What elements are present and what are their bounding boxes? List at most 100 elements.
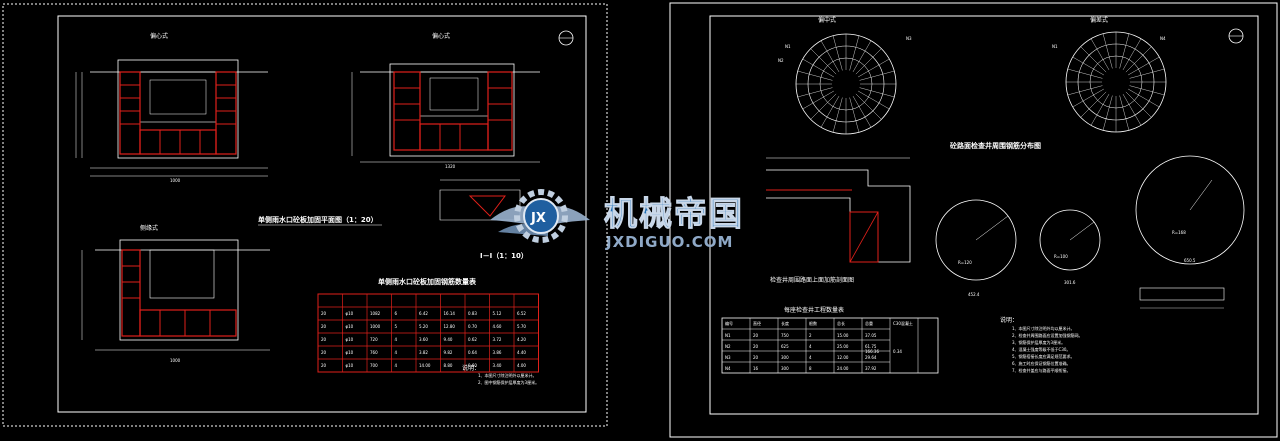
table-header-cell: 根数 — [809, 320, 817, 326]
right-plan-title: 砼路面检查井周围钢筋分布图 — [950, 141, 1041, 150]
ring-spoke — [1125, 91, 1152, 118]
dim-3: 1000 — [170, 358, 181, 363]
table-header-cell: C30混凝土 — [893, 320, 913, 326]
left-sheet-inner-border — [57, 15, 587, 413]
road-cross-section: 检查井周围路面上面加筋剖面图 — [766, 157, 911, 284]
ring-spoke — [1102, 33, 1113, 69]
inlet-plan-3: 侧缘式 1000 — [81, 224, 270, 363]
ring-spoke — [832, 35, 843, 71]
table-cell: φ10 — [346, 311, 354, 316]
detail-block — [1139, 287, 1225, 301]
ring-spoke — [1067, 68, 1103, 79]
ring-spoke — [797, 87, 833, 98]
table-cell: φ10 — [346, 324, 354, 329]
table-cell: 12.80 — [444, 324, 456, 329]
table-cell: 0.64 — [468, 350, 477, 355]
table-cell: 0.83 — [468, 311, 477, 316]
left-note-1: 1、本图尺寸除注明外以厘米计。 — [478, 372, 537, 378]
ring-spoke — [1067, 85, 1103, 96]
table-cell: 1082 — [370, 311, 381, 316]
table-concrete: 0.34 — [893, 349, 902, 354]
table-header-cell: 总长 — [837, 320, 845, 326]
ring-label-2: 偏差式 — [1090, 16, 1108, 24]
ring-spoke — [855, 48, 882, 75]
table-cell: φ10 — [346, 337, 354, 342]
table-cell: 8.80 — [444, 363, 453, 368]
note-line: 5、钢筋搭接长度应满足规范要求。 — [1012, 353, 1075, 359]
stress-circle-3: R=168 650.5 — [1135, 155, 1245, 265]
ring-spoke — [1072, 56, 1104, 76]
table-cell: 4 — [809, 355, 812, 360]
plan-label-1: 偏心式 — [150, 32, 168, 40]
ring-spoke — [1125, 46, 1152, 73]
watermark-badge: JX — [530, 211, 546, 226]
ring-spoke — [1090, 38, 1110, 70]
circle-sub-1: 452.4 — [968, 292, 980, 297]
table-cell: 5 — [395, 324, 398, 329]
table-cell: N1 — [725, 333, 731, 338]
table-cell: N4 — [725, 366, 731, 371]
dim-1: 1000 — [170, 178, 181, 183]
ring-spoke — [852, 96, 872, 128]
table-cell: φ10 — [346, 350, 354, 355]
table-cell: 0.70 — [468, 324, 477, 329]
left-note-2: 2、图中钢筋保护层厚度为3厘米。 — [478, 379, 539, 385]
table-cell: 3.40 — [493, 363, 502, 368]
left-sheet-outer-border — [2, 3, 608, 427]
table-cell: N2 — [725, 344, 731, 349]
watermark: JX 机械帝国 JXDIGUO.COM — [490, 189, 743, 251]
circle-dim-2: R=100 — [1054, 254, 1068, 259]
table-cell: 4.60 — [493, 324, 502, 329]
ring-spoke — [852, 40, 872, 72]
ring-spoke — [802, 58, 834, 78]
table-cell: 61.75 — [865, 344, 877, 349]
table-cell: 4 — [809, 344, 812, 349]
note-line: 3、钢筋保护层厚度为3厘米。 — [1012, 339, 1065, 345]
table-cell: 4.20 — [517, 337, 526, 342]
ring-spoke — [1122, 38, 1142, 70]
watermark-en-text: JXDIGUO.COM — [605, 233, 733, 251]
inlet-plan-2: 偏心式 1320 — [351, 32, 540, 169]
ring-spoke — [1122, 94, 1142, 126]
ring-spoke — [1129, 85, 1165, 96]
table-cell: 700 — [370, 363, 378, 368]
table-cell: 625 — [781, 344, 789, 349]
table-header-cell: 直径 — [753, 320, 761, 326]
table-cell: 2 — [809, 333, 812, 338]
table-cell: 0.60 — [468, 363, 477, 368]
note-line: 2、检查井周围路面应设置加强钢筋网。 — [1012, 332, 1083, 338]
ring-spoke — [1080, 91, 1107, 118]
table-cell: 16 — [753, 366, 759, 371]
circle-sub-2: 301.6 — [1064, 280, 1076, 285]
table-cell: 6.42 — [419, 311, 428, 316]
table-cell: 4.00 — [517, 363, 526, 368]
ring-label-1: 偏中式 — [818, 16, 836, 24]
table-header-cell: 编号 — [725, 320, 733, 326]
callout-n4: N4 — [1160, 36, 1166, 41]
ring-spoke — [820, 96, 840, 128]
table-cell: 20 — [321, 311, 327, 316]
table-cell: 720 — [370, 337, 378, 342]
circle-dim-3: R=168 — [1172, 230, 1186, 235]
note-line: 7、检查井盖应与路面平顺衔接。 — [1012, 367, 1071, 373]
right-table-title: 每座检查井工程数量表 — [784, 306, 844, 314]
ring-spoke — [859, 87, 895, 98]
ring-spoke — [797, 70, 833, 81]
table-cell: 37.05 — [865, 333, 877, 338]
ring-spoke — [1129, 68, 1165, 79]
ring-spoke — [810, 93, 837, 120]
table-cell: 20 — [753, 344, 759, 349]
stress-circle-1: R=120 452.4 — [935, 199, 1017, 297]
ring-spoke — [858, 58, 890, 78]
right-section-title: 检查井周围路面上面加筋剖面图 — [770, 276, 854, 284]
table-cell: 5.20 — [419, 324, 428, 329]
table-cell: 1000 — [370, 324, 381, 329]
table-cell: 24.00 — [837, 366, 849, 371]
manhole-ring-1: 偏中式 N1 N2 N3 — [778, 16, 912, 135]
left-notes-title: 说明： — [462, 364, 480, 372]
manhole-ring-2: 偏差式 N1 N4 — [1052, 16, 1167, 133]
ring-spoke — [1128, 56, 1160, 76]
table-cell: 760 — [370, 350, 378, 355]
